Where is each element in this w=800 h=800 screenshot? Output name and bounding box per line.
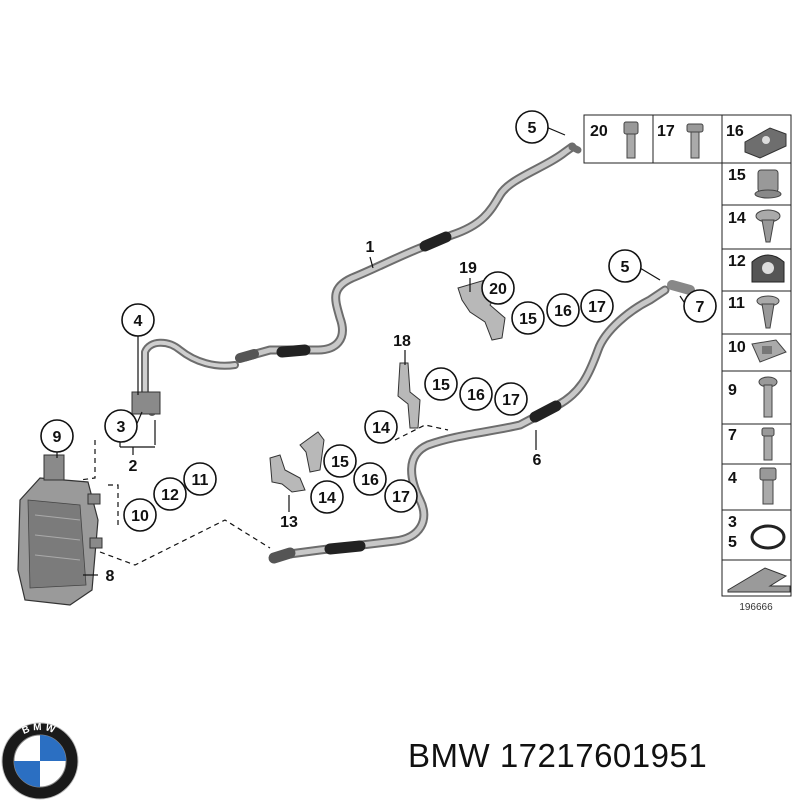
svg-text:16: 16 [361,472,379,489]
table-label-9: 9 [728,382,737,399]
table-label-17: 17 [657,123,675,140]
clip-11-icon [756,295,780,329]
callout-16-b[interactable]: 16 [459,377,493,411]
table-label-14: 14 [728,210,746,227]
table-label-15: 15 [728,167,746,184]
label-6: 6 [533,452,542,469]
table-label-10: 10 [728,339,746,356]
svg-text:14: 14 [318,490,336,507]
callout-14-a[interactable]: 14 [364,410,398,444]
parts-table: 20 17 16 15 14 12 11 10 9 7 4 3 5 [583,114,792,613]
hose-6 [268,280,695,564]
bolt-9-icon [758,376,778,418]
table-label-16: 16 [726,123,744,140]
label-19: 19 [459,260,477,277]
svg-text:15: 15 [331,454,349,471]
label-18: 18 [393,333,411,350]
svg-text:9: 9 [53,429,62,446]
svg-text:17: 17 [502,392,520,409]
svg-text:17: 17 [392,489,410,506]
callout-15-a[interactable]: 15 [511,301,545,335]
bmw-roundel-icon: BMW [1,722,79,800]
svg-text:5: 5 [528,120,537,137]
bracket-18 [397,362,421,429]
callout-3[interactable]: 3 [104,409,138,443]
hose-1 [235,142,582,363]
table-label-4: 4 [728,470,737,487]
part-number-text: BMW 17217601951 [408,737,708,774]
svg-text:BMW: BMW [21,722,60,737]
seal-ring-icon [750,524,786,550]
bolt-20-icon [623,121,639,159]
table-label-12: 12 [728,253,746,270]
svg-text:16: 16 [554,303,572,320]
svg-text:4: 4 [134,313,143,330]
label-8: 8 [106,568,115,585]
label-13: 13 [280,514,298,531]
callout-5-top[interactable]: 5 [515,110,549,144]
bolt-17-icon [686,123,704,159]
callout-17-a[interactable]: 17 [580,289,614,323]
bolt-7-icon [761,427,775,461]
clip-nut-10-icon [751,339,787,363]
svg-text:15: 15 [432,377,450,394]
callout-12[interactable]: 12 [153,477,187,511]
table-label-3: 3 [728,514,737,531]
svg-text:11: 11 [192,472,209,489]
nut-15-icon [754,169,782,199]
table-label-11: 11 [728,295,745,312]
label-2: 2 [129,458,138,475]
diagram-code: 196666 [739,602,773,613]
clip-16-icon [744,127,787,159]
callout-16-c[interactable]: 16 [353,462,387,496]
callout-15-b[interactable]: 15 [424,367,458,401]
svg-text:17: 17 [588,299,606,316]
callout-5-right[interactable]: 5 [608,249,642,283]
oil-cooler [17,454,103,606]
table-label-7: 7 [728,427,737,444]
svg-text:12: 12 [161,487,179,504]
callout-10[interactable]: 10 [123,498,157,532]
hose-2 [131,338,239,416]
grommet-12-icon [751,254,785,283]
table-label-20: 20 [590,123,608,140]
svg-text:16: 16 [467,387,485,404]
svg-text:14: 14 [372,420,390,437]
callout-14-b[interactable]: 14 [310,480,344,514]
callout-17-c[interactable]: 17 [384,479,418,513]
svg-text:5: 5 [621,259,630,276]
clip-14-icon [755,209,781,243]
bracket-13 [269,431,325,493]
callout-15-c[interactable]: 15 [323,444,357,478]
svg-text:15: 15 [519,311,537,328]
svg-text:10: 10 [131,508,149,525]
label-1: 1 [366,239,375,256]
callout-20[interactable]: 20 [481,271,515,305]
svg-text:7: 7 [696,299,705,316]
table-label-5: 5 [728,534,737,551]
callout-4[interactable]: 4 [121,303,155,337]
bolt-4-icon [759,467,777,505]
callout-7[interactable]: 7 [683,289,717,323]
callout-16-a[interactable]: 16 [546,293,580,327]
svg-text:20: 20 [489,281,507,298]
svg-text:3: 3 [117,419,126,436]
arrow-icon [727,567,791,593]
callout-17-b[interactable]: 17 [494,382,528,416]
callout-11[interactable]: 11 [183,462,217,496]
callout-9[interactable]: 9 [40,419,74,453]
